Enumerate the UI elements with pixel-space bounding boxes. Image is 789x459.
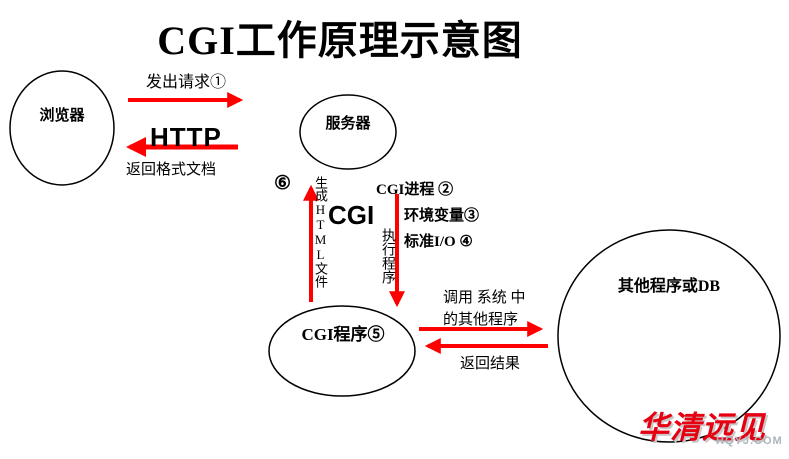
- server-ellipse: [299, 94, 397, 170]
- call-other-label-line1: 调用 系统 中: [443, 290, 526, 306]
- http-label: HTTP: [150, 122, 222, 152]
- call-other-label-line2: 的其他程序: [443, 312, 519, 328]
- cgi-big-label: CGI: [328, 200, 375, 230]
- other-db-ellipse: [557, 229, 781, 443]
- browser-ellipse: [9, 70, 115, 186]
- diagram-title: CGI工作原理示意图: [157, 18, 523, 63]
- watermark-domain: HQYJ.COM: [716, 435, 783, 447]
- return-doc-label: 返回格式文档: [126, 162, 217, 178]
- request-label: 发出请求①: [146, 74, 227, 91]
- env-vars-label: 环境变量③: [404, 208, 480, 224]
- step-six-label: ⑥: [274, 173, 292, 194]
- server-node-label: 服务器: [325, 116, 371, 132]
- generate-html-label: 生成HTML文件: [313, 176, 328, 288]
- cgi-program-node-label: CGI程序⑤: [301, 325, 385, 344]
- watermark-brand: 华清远见: [638, 410, 766, 445]
- exec-program-label: 执行程序: [380, 228, 395, 284]
- other-db-node-label: 其他程序或DB: [617, 278, 721, 295]
- cgi-program-ellipse: [268, 305, 416, 397]
- cgi-process-label: CGI进程 ②: [376, 182, 454, 198]
- browser-node-label: 浏览器: [39, 108, 85, 124]
- watermark: 华清远见 HQYJ.COM: [638, 402, 788, 454]
- return-result-label: 返回结果: [460, 356, 521, 372]
- std-io-label: 标准I/O ④: [404, 234, 473, 250]
